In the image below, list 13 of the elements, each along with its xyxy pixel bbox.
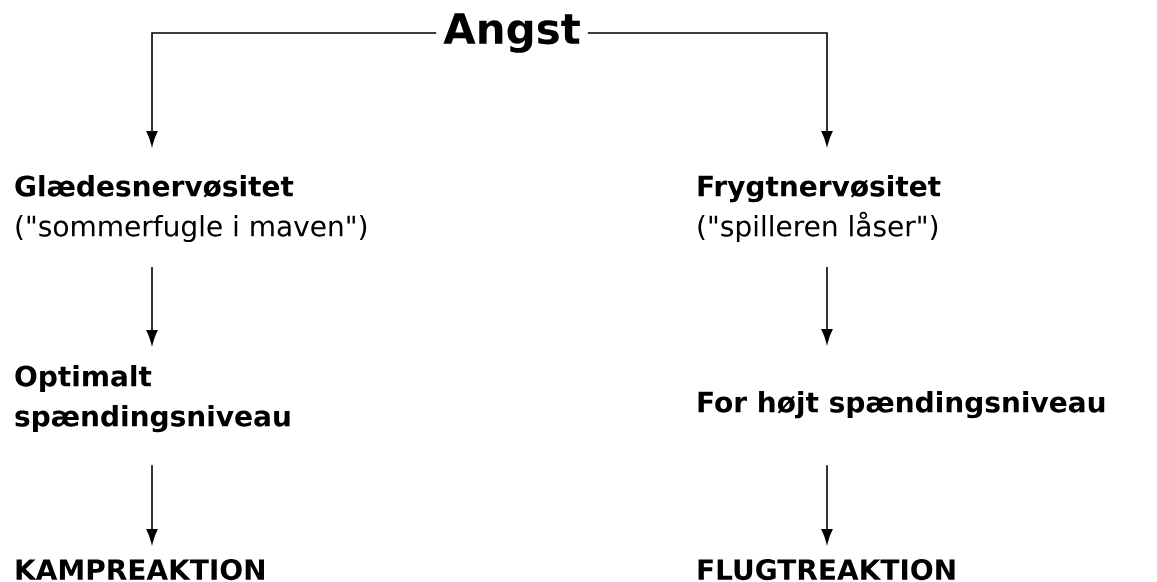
arrow	[587, 32, 833, 146]
node-heading: Angst	[443, 13, 580, 53]
node-label: FLUGTREAKTION	[698, 559, 955, 581]
node-label: Glædesnervøsitet ("sommerfugle i maven")	[15, 175, 367, 243]
node-label: Frygtnervøsitet ("spilleren låser")	[698, 175, 941, 243]
node-label: Optimalt spændingsniveau	[15, 365, 290, 433]
node-label: KAMPREAKTION	[16, 559, 264, 581]
arrow	[821, 266, 833, 344]
arrow	[146, 464, 158, 544]
arrow	[146, 32, 438, 146]
arrow	[146, 266, 158, 345]
node-label: For højt spændingsniveau	[698, 391, 1105, 419]
arrow	[821, 464, 833, 544]
